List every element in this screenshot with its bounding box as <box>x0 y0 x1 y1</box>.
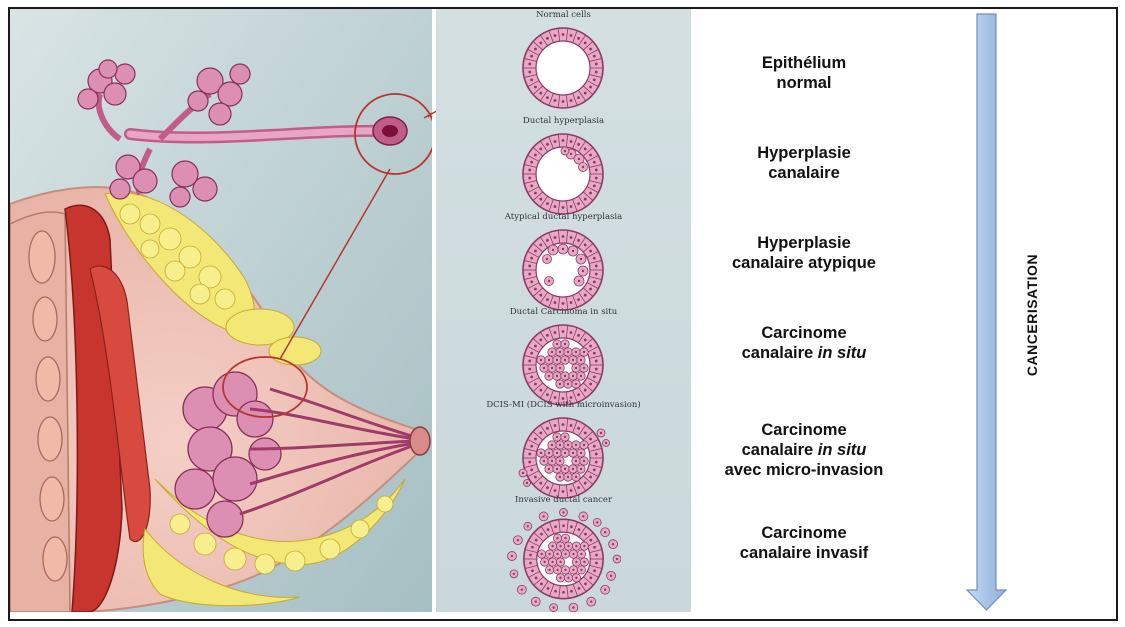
stage-label-hyperplasia: Hyperplasiecanalaire <box>693 143 915 183</box>
atypical-duct-cross-section <box>513 225 613 315</box>
invasive-duct-cross-section <box>506 508 621 612</box>
stage-caption-invasive: Invasive ductal cancer <box>436 495 691 505</box>
stage-label-atypical: Hyperplasiecanalaire atypique <box>693 233 915 273</box>
progression-arrow <box>960 10 1020 615</box>
breast-anatomy-illustration <box>10 9 432 612</box>
stage-caption-dcis: Ductal Carcinoma in situ <box>436 307 691 317</box>
cell-stages-panel: Normal cells Ductal hyperplasia Atypical… <box>436 9 691 612</box>
stage-label-normal: Epithéliumnormal <box>693 53 915 93</box>
stage-label-dcis: Carcinome canalaire in situ <box>693 323 915 363</box>
stage-caption-hyperplasia: Ductal hyperplasia <box>436 116 691 126</box>
hyperplasia-duct-cross-section <box>513 129 613 219</box>
stage-caption-dcis-mi: DCIS-MI (DCIS with microinvasion) <box>436 400 691 410</box>
cancerisation-label: CANCERISATION <box>1017 250 1047 380</box>
stage-label-dcis-mi: Carcinome canalaire in situ avec micro-i… <box>693 420 915 480</box>
stage-label-invasive: Carcinomecanalaire invasif <box>693 523 915 563</box>
dcis-mi-duct-cross-section <box>513 413 613 503</box>
stage-caption-normal: Normal cells <box>436 10 691 20</box>
nipple <box>410 427 430 455</box>
stage-caption-atypical: Atypical ductal hyperplasia <box>436 212 691 222</box>
dcis-duct-cross-section <box>513 320 613 410</box>
normal-duct-cross-section <box>513 23 613 113</box>
